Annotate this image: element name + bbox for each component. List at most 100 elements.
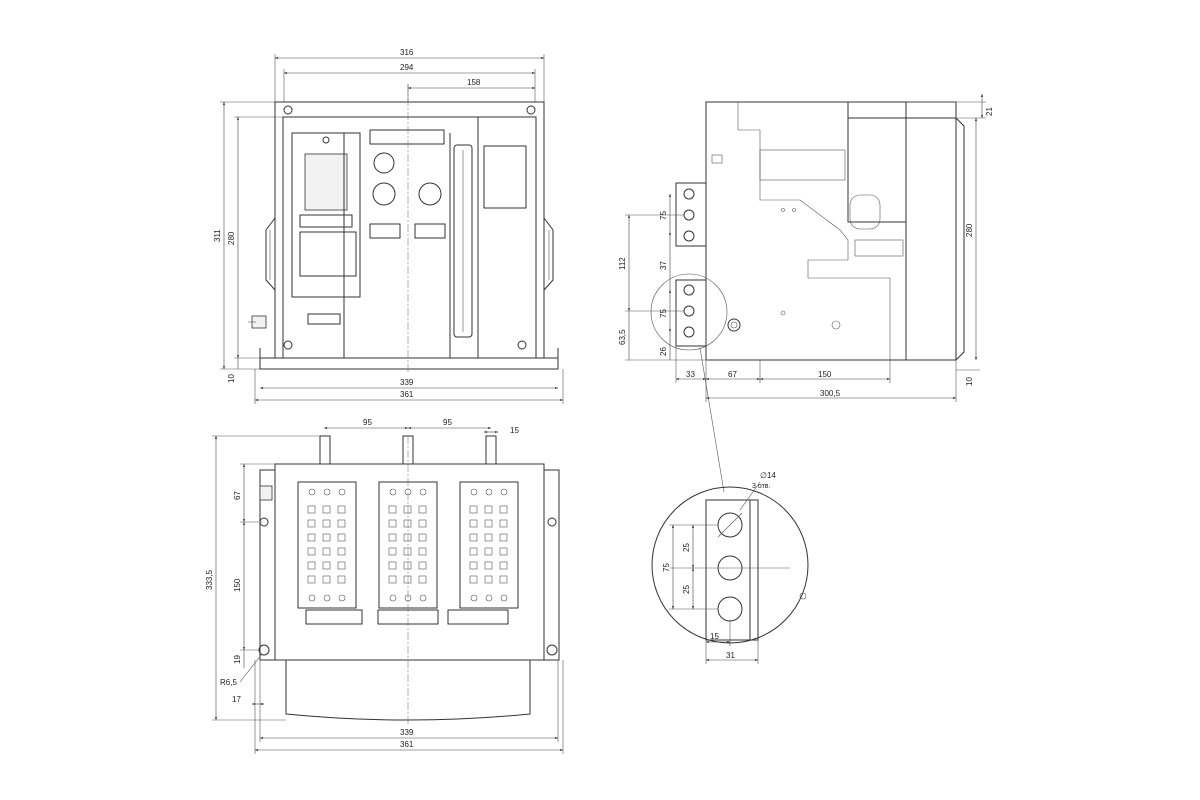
dim-side-63-5: 63,5 xyxy=(618,329,627,345)
detail-hole-diameter: ∅14 xyxy=(760,471,776,480)
contact-square xyxy=(403,547,412,556)
contact-square xyxy=(469,505,478,514)
contact-square xyxy=(322,519,331,528)
contact-square xyxy=(322,505,331,514)
contact-square xyxy=(307,575,316,584)
contact-square xyxy=(418,547,427,556)
contact-square xyxy=(469,547,478,556)
contact-square xyxy=(418,519,427,528)
contact-square xyxy=(499,505,508,514)
contact-square xyxy=(307,547,316,556)
dim-bottom-95-right: 95 xyxy=(443,418,452,427)
contact-square xyxy=(388,505,397,514)
detail-dim-25-upper: 25 xyxy=(682,543,691,552)
contact-square xyxy=(337,547,346,556)
contact-square xyxy=(388,561,397,570)
dim-bottom-15: 15 xyxy=(510,426,519,435)
dim-bottom-r6-5: R6,5 xyxy=(220,678,237,687)
contact-square xyxy=(418,505,427,514)
pole-module-3 xyxy=(447,481,519,625)
dim-side-280: 280 xyxy=(965,223,974,237)
contact-square xyxy=(418,533,427,542)
detail-dim-15: 15 xyxy=(710,632,719,641)
dim-bottom-17: 17 xyxy=(232,695,241,704)
detail-view: ∅14 3 отв. 75 25 25 15 31 xyxy=(651,471,809,664)
contact-square xyxy=(484,575,493,584)
dim-front-10: 10 xyxy=(227,374,236,383)
contact-square xyxy=(499,561,508,570)
contact-square xyxy=(403,561,412,570)
contact-square xyxy=(484,547,493,556)
contact-square xyxy=(388,547,397,556)
dim-front-311: 311 xyxy=(213,229,222,242)
contact-square xyxy=(469,575,478,584)
contact-square xyxy=(403,519,412,528)
contact-square xyxy=(337,533,346,542)
contact-square xyxy=(484,505,493,514)
dim-bottom-67: 67 xyxy=(233,491,242,500)
contact-square xyxy=(469,561,478,570)
detail-dim-31: 31 xyxy=(726,651,735,660)
dim-side-150: 150 xyxy=(818,370,832,379)
contact-square xyxy=(337,505,346,514)
dim-side-75-lower: 75 xyxy=(659,309,668,318)
dim-bottom-333-5: 333,5 xyxy=(205,569,214,590)
dim-side-10: 10 xyxy=(965,377,974,386)
dim-side-112: 112 xyxy=(618,257,627,270)
side-view: 21 280 10 75 37 112 75 63,5 26 33 67 xyxy=(618,93,994,493)
contact-square xyxy=(403,575,412,584)
dim-front-294: 294 xyxy=(400,63,414,72)
contact-square xyxy=(418,561,427,570)
dim-front-280: 280 xyxy=(227,231,236,245)
contact-square xyxy=(403,533,412,542)
dim-bottom-95-left: 95 xyxy=(363,418,372,427)
dim-front-361: 361 xyxy=(400,390,414,399)
contact-square xyxy=(499,575,508,584)
dim-front-339: 339 xyxy=(400,378,414,387)
contact-square xyxy=(337,575,346,584)
contact-square xyxy=(484,533,493,542)
dim-side-21: 21 xyxy=(985,107,994,116)
contact-square xyxy=(307,533,316,542)
front-view: 316 294 158 311 280 10 xyxy=(213,48,564,404)
detail-hole-count: 3 отв. xyxy=(752,483,771,490)
dim-side-26: 26 xyxy=(659,347,668,356)
detail-dim-75: 75 xyxy=(662,563,671,572)
contact-square xyxy=(484,561,493,570)
dim-side-75-upper: 75 xyxy=(659,211,668,220)
contact-square xyxy=(337,519,346,528)
contact-square xyxy=(322,533,331,542)
dim-bottom-19: 19 xyxy=(233,655,242,664)
contact-square xyxy=(484,519,493,528)
contact-square xyxy=(337,561,346,570)
contact-square xyxy=(418,575,427,584)
contact-square xyxy=(469,533,478,542)
contact-square xyxy=(322,575,331,584)
contact-square xyxy=(388,575,397,584)
contact-square xyxy=(403,505,412,514)
contact-square xyxy=(307,561,316,570)
dim-bottom-361: 361 xyxy=(400,740,414,749)
contact-square xyxy=(322,547,331,556)
contact-square xyxy=(499,533,508,542)
bottom-view: 95 95 15 xyxy=(205,418,564,754)
dim-front-158: 158 xyxy=(467,78,481,87)
contact-square xyxy=(322,561,331,570)
pole-module-1 xyxy=(297,481,363,625)
contact-square xyxy=(307,519,316,528)
contact-square xyxy=(388,519,397,528)
dim-side-300-5: 300,5 xyxy=(820,389,841,398)
dim-bottom-150: 150 xyxy=(233,578,242,592)
contact-square xyxy=(307,505,316,514)
contact-square xyxy=(388,533,397,542)
detail-dim-25-lower: 25 xyxy=(682,585,691,594)
dim-front-316: 316 xyxy=(400,48,414,57)
contact-square xyxy=(469,519,478,528)
dim-side-33: 33 xyxy=(686,370,695,379)
contact-square xyxy=(499,519,508,528)
contact-square xyxy=(499,547,508,556)
dim-side-37: 37 xyxy=(659,261,668,270)
dim-side-67: 67 xyxy=(728,370,737,379)
dim-bottom-339: 339 xyxy=(400,728,414,737)
